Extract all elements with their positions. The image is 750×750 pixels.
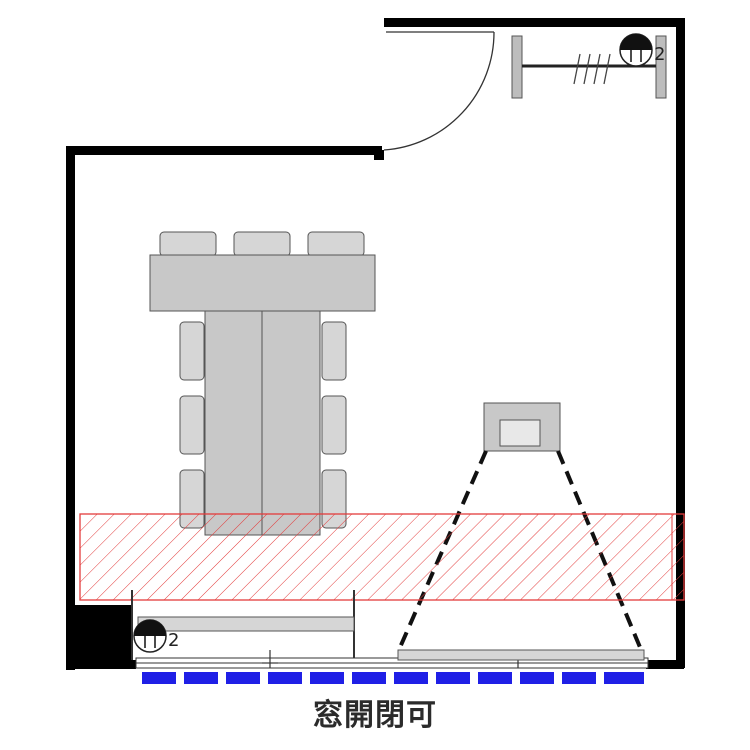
coat-rack [511,35,667,99]
window-caption: 窓開閉可 [313,698,437,733]
wall-top-right [384,18,684,27]
wall-left [66,146,75,670]
projection-cone [396,450,644,653]
wall-bottom-right [646,660,684,669]
door-swing-icon [383,31,495,151]
wall-right [676,18,685,668]
hatched-zone [79,513,685,601]
whiteboard-icon [397,649,645,661]
meeting-table [149,231,376,536]
wall-corner-block [75,605,133,668]
outlet-label-top: 2 [654,44,665,65]
outlet-icon: 2 [619,33,665,67]
desk-icon [149,254,376,312]
window-frame [135,650,649,669]
shelf [131,590,355,660]
wall-top-left [66,146,382,155]
wall-bottom-left [66,660,136,669]
chair-icon [159,231,365,257]
wall-stub [374,150,384,160]
outlet-label-bottom: 2 [168,630,179,651]
projector-icon [483,402,561,452]
outlet-icon: 2 [133,619,179,653]
window-blocks [142,672,644,684]
walls [66,18,685,670]
